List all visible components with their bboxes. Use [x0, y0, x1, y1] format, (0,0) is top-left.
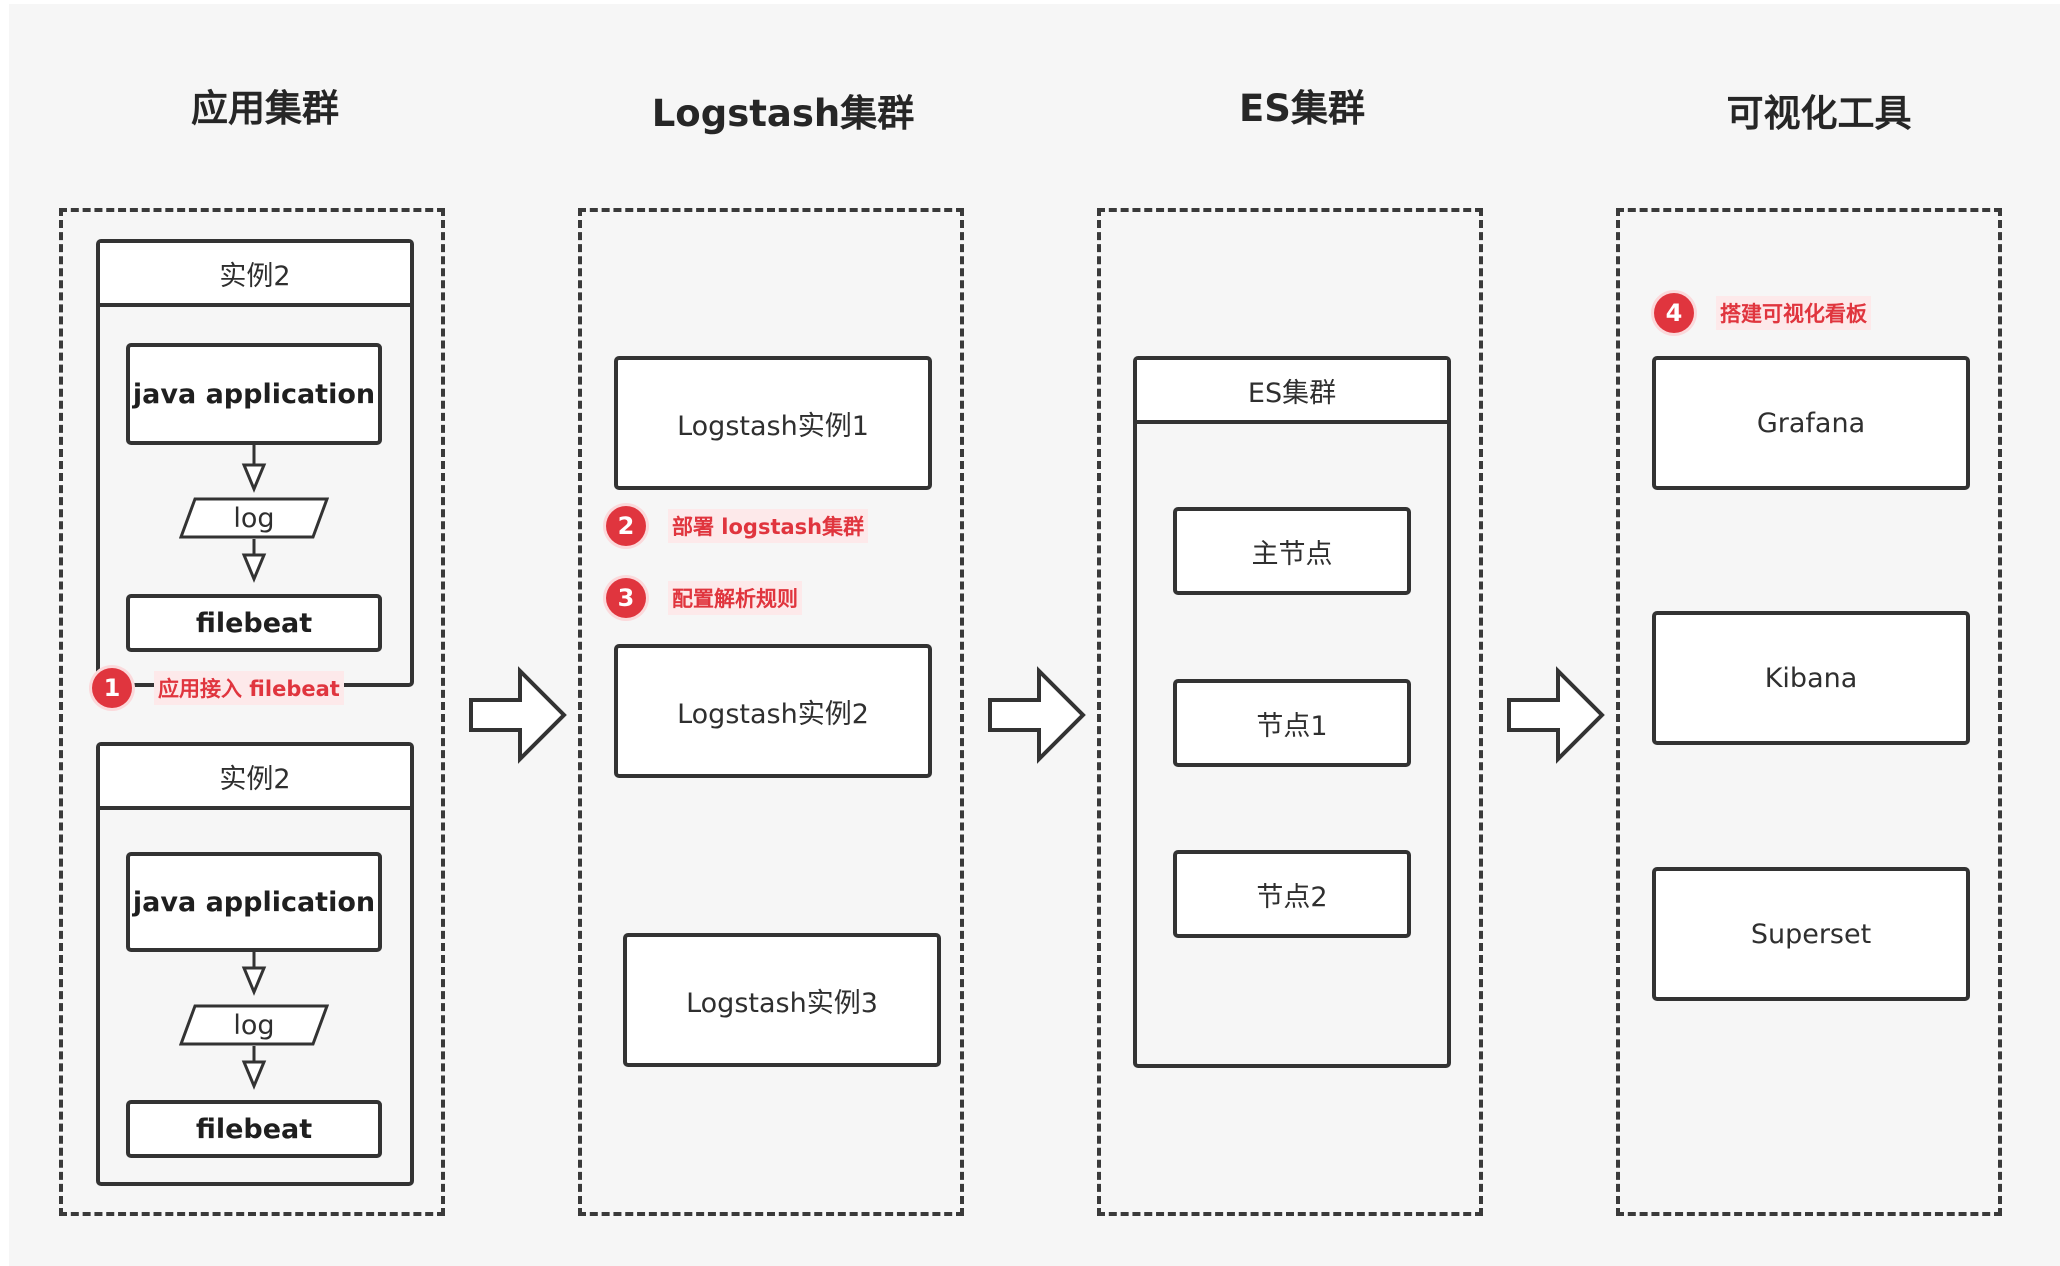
- logstash-instance-1: Logstash实例1: [614, 356, 932, 490]
- arrow-down-icon: [241, 445, 267, 493]
- column-title-es-cluster: ES集群: [1239, 87, 1365, 130]
- logstash-instance-2: Logstash实例2: [614, 644, 932, 778]
- arrow-down-icon: [241, 1046, 267, 1090]
- tool-kibana: Kibana: [1652, 611, 1970, 745]
- step-1-annotation: 1 应用接入 filebeat: [92, 668, 344, 708]
- step-4-label: 搭建可视化看板: [1716, 296, 1871, 330]
- app-instance-2-title: 实例2: [100, 746, 410, 810]
- app-cluster-column: [59, 208, 445, 1216]
- log-box-2: log: [179, 1004, 329, 1046]
- column-title-app-cluster: 应用集群: [191, 87, 339, 130]
- java-application-box-2: java application: [126, 852, 382, 952]
- step-2-badge: 2: [606, 506, 646, 546]
- es-master-node: 主节点: [1173, 507, 1411, 595]
- es-cluster-title: ES集群: [1137, 360, 1447, 424]
- log-label-2: log: [233, 1009, 275, 1041]
- step-4-annotation: 4 搭建可视化看板: [1654, 293, 1871, 333]
- step-3-badge: 3: [606, 578, 646, 618]
- es-cluster-column: [1097, 208, 1483, 1216]
- diagram-canvas: 应用集群 Logstash集群 ES集群 可视化工具 实例2 java appl…: [9, 4, 2060, 1266]
- step-3-annotation: 3 配置解析规则: [606, 578, 802, 618]
- es-cluster-group: ES集群: [1133, 356, 1451, 1068]
- filebeat-box-1: filebeat: [126, 594, 382, 652]
- es-node-1: 节点1: [1173, 679, 1411, 767]
- flow-arrow-icon: [1507, 666, 1605, 764]
- arrow-down-icon: [241, 539, 267, 583]
- logstash-instance-3: Logstash实例3: [623, 933, 941, 1067]
- log-box-1: log: [179, 497, 329, 539]
- es-node-2: 节点2: [1173, 850, 1411, 938]
- step-1-label: 应用接入 filebeat: [154, 671, 344, 705]
- viz-tools-column: [1616, 208, 2002, 1216]
- column-title-logstash-cluster: Logstash集群: [651, 92, 915, 135]
- app-instance-1-title: 实例2: [100, 243, 410, 307]
- tool-grafana: Grafana: [1652, 356, 1970, 490]
- app-instance-2: 实例2: [96, 742, 414, 1186]
- arrow-down-icon: [241, 952, 267, 996]
- step-4-badge: 4: [1654, 293, 1694, 333]
- flow-arrow-icon: [988, 666, 1086, 764]
- step-3-label: 配置解析规则: [668, 581, 802, 615]
- step-1-badge: 1: [92, 668, 132, 708]
- tool-superset: Superset: [1652, 867, 1970, 1001]
- filebeat-box-2: filebeat: [126, 1100, 382, 1158]
- logstash-cluster-column: [578, 208, 964, 1216]
- flow-arrow-icon: [469, 666, 567, 764]
- step-2-label: 部署 logstash集群: [668, 509, 869, 543]
- log-label-1: log: [233, 502, 275, 534]
- column-title-viz-tools: 可视化工具: [1726, 92, 1912, 135]
- java-application-box-1: java application: [126, 343, 382, 445]
- step-2-annotation: 2 部署 logstash集群: [606, 506, 869, 546]
